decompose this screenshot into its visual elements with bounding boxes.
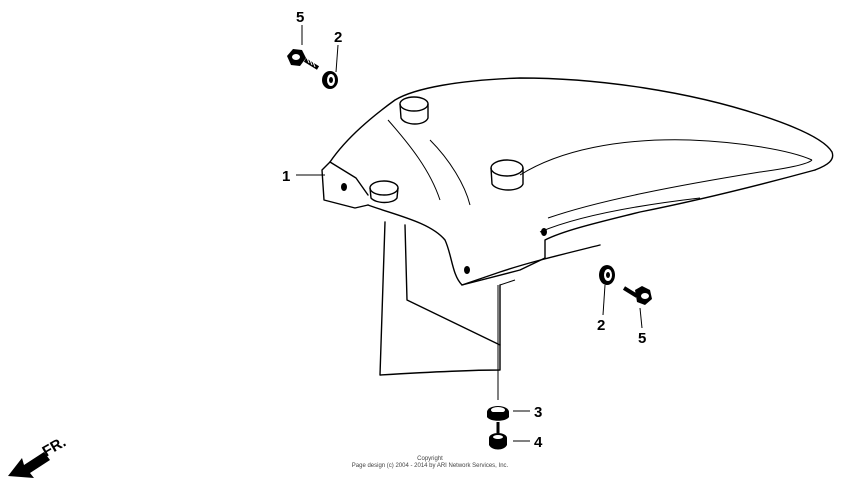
rear-fender: [321, 77, 834, 286]
mud-flap: [379, 221, 516, 376]
callout-5-top: 5: [296, 9, 304, 26]
callout-2-right: 2: [597, 317, 605, 334]
callout-2-top: 2: [334, 29, 342, 46]
copyright-text: Page design (c) 2004 - 2014 by ARI Netwo…: [351, 463, 509, 469]
washer-icon: [599, 265, 615, 285]
front-direction-arrow-icon: [8, 452, 50, 478]
washer-icon: [322, 71, 338, 89]
grommet-icon: [487, 406, 509, 421]
screw-icon: [489, 422, 507, 450]
leader-lines: [296, 25, 643, 442]
bolt-icon: [287, 49, 320, 70]
callout-5-right: 5: [638, 330, 646, 347]
callout-3: 3: [534, 404, 542, 421]
callout-4: 4: [534, 434, 543, 451]
copyright-notice: Copyright Page design (c) 2004 - 2014 by…: [300, 456, 560, 470]
bolt-icon: [622, 286, 652, 305]
copyright-title: Copyright: [417, 456, 443, 462]
callout-1: 1: [282, 168, 290, 185]
